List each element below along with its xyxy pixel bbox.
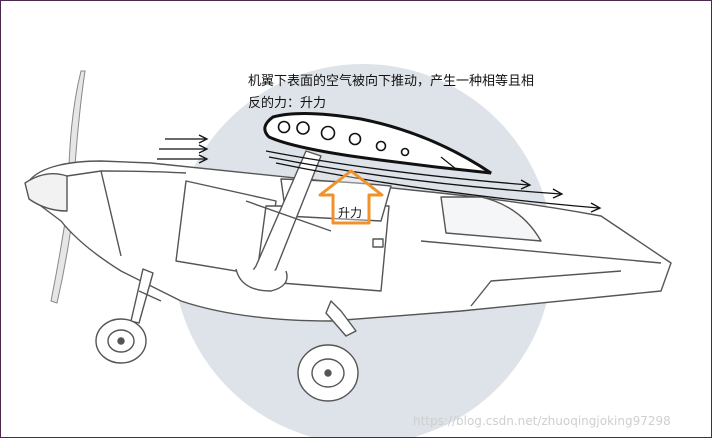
caption-line-2: 反的力：升力 (248, 93, 534, 115)
caption: 机翼下表面的空气被向下推动，产生一种相等且相 反的力：升力 (248, 71, 534, 115)
main-wheel-icon (298, 345, 358, 401)
caption-line-1: 机翼下表面的空气被向下推动，产生一种相等且相 (248, 71, 534, 93)
nose-wheel-icon (96, 319, 146, 363)
watermark: https://blog.csdn.net/zhuoqingjoking9729… (413, 414, 671, 428)
lift-label: 升力 (338, 204, 362, 221)
